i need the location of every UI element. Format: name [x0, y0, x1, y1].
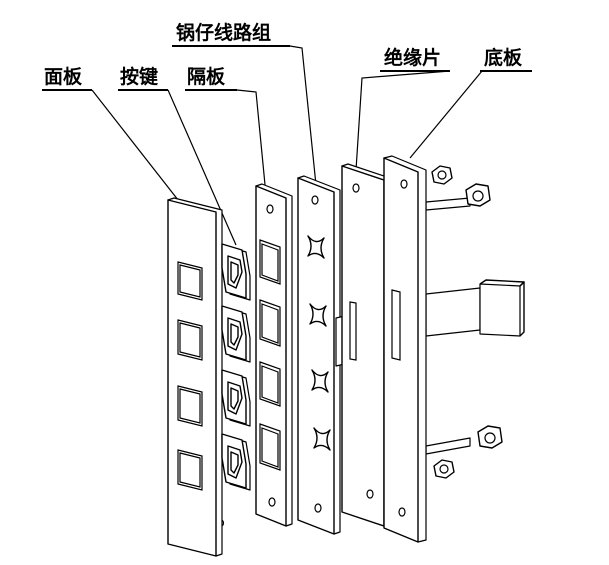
label-insulator-underline	[380, 70, 450, 72]
keys-part	[221, 243, 251, 491]
nut-bottom-right	[477, 425, 503, 449]
panel-face	[167, 199, 217, 557]
key-1	[221, 243, 251, 301]
panel-part	[167, 197, 225, 557]
nut-top-right	[465, 183, 491, 207]
label-insulator: 绝缘片	[384, 47, 442, 69]
spacer-windows	[259, 239, 281, 471]
base-face	[383, 157, 419, 543]
circuit-face	[297, 177, 335, 535]
nut-top-left	[431, 165, 453, 185]
circuit-part	[297, 175, 341, 535]
key-4	[221, 433, 251, 491]
hex-nuts	[431, 165, 503, 479]
label-keys: 按键	[120, 66, 159, 88]
panel-windows	[177, 261, 203, 491]
label-keys-underline	[118, 89, 168, 91]
label-panel: 面板	[44, 66, 83, 88]
label-panel-underline	[42, 89, 92, 91]
label-spacer-underline	[185, 89, 237, 91]
spacer-face	[255, 185, 287, 527]
label-base: 底板	[484, 47, 523, 69]
label-spacer: 隔板	[187, 66, 226, 88]
dome-contacts	[307, 235, 331, 451]
base-bolts	[425, 197, 471, 455]
nut-bottom-left	[433, 459, 455, 479]
key-3	[221, 369, 251, 427]
label-circuit: 锅仔线路组	[176, 22, 272, 44]
label-circuit-underline	[172, 45, 290, 47]
key-2	[221, 305, 251, 363]
base-part	[383, 155, 471, 543]
spacer-part	[255, 183, 293, 527]
leader-lines	[91, 45, 483, 246]
label-base-underline	[480, 70, 532, 72]
insulator-part	[341, 163, 391, 527]
insulator-face	[341, 165, 385, 527]
